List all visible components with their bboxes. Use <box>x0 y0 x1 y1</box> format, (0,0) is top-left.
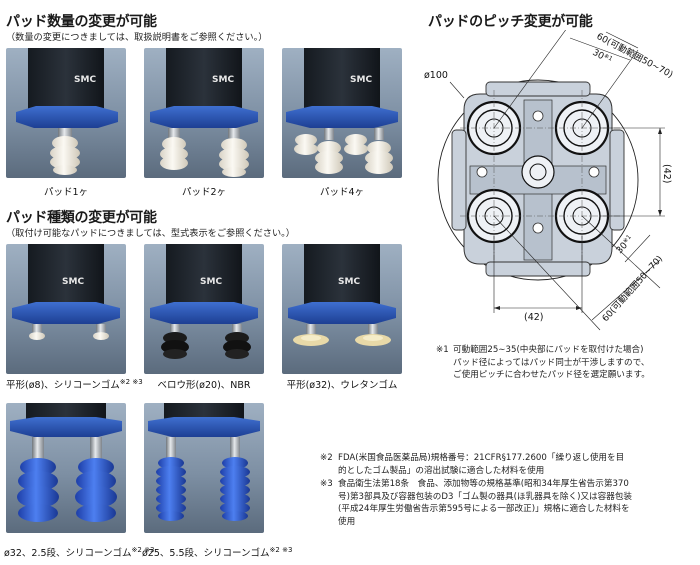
dim-dia: ø100 <box>424 70 448 81</box>
smc-logo: SMC <box>62 277 84 287</box>
caption-pad-1: パッド1ヶ <box>43 187 89 198</box>
caption-pad-2: パッド2ヶ <box>181 187 227 198</box>
smc-logo: SMC <box>350 75 372 85</box>
smc-logo: SMC <box>200 277 222 287</box>
footnote-2: ※2 FDA(米国食品医薬品局)規格番号：21CFR§177.2600「繰り返し… <box>320 453 625 476</box>
photo-flat-8-silicone: SMC <box>6 244 126 374</box>
photo-pad-4: SMC <box>282 48 402 178</box>
photo-pad-1: SMC <box>6 48 126 178</box>
photo-pad-2: SMC <box>144 48 264 178</box>
smc-logo: SMC <box>212 75 234 85</box>
footnote-3: ※3 食品衛生法第18条 食品、添加物等の規格基準(昭和34年厚生省告示第370… <box>320 479 633 527</box>
dim-42-right: (42) <box>661 164 672 184</box>
pitch-title: パッドのピッチ変更が可能 <box>428 14 593 30</box>
caption-flat-8-silicone: 平形(ø8)、シリコーンゴム※2 ※3 <box>6 377 143 391</box>
caption-pad-4: パッド4ヶ <box>319 187 365 198</box>
dim-30-top: 30※1 <box>591 47 614 66</box>
caption-flat-32-urethane: 平形(ø32)、ウレタンゴム <box>286 380 398 391</box>
photo-25-5-5-silicone <box>144 403 264 533</box>
dim-30-bottom: 30※1 <box>614 233 636 256</box>
dim-range-bottom: 60(可動範囲50∼70) <box>599 253 665 324</box>
pitch-diagram: ø100 60(可動範囲50∼70) 30※1 (42) 30※1 60(可動範… <box>424 30 675 331</box>
photo-32-2-5-silicone <box>6 403 126 533</box>
smc-logo: SMC <box>74 75 96 85</box>
caption-32-2-5-silicone: ø32、2.5段、シリコーンゴム※2 ※3 <box>4 545 155 559</box>
pad-type-note: （取付け可能なパッドにつきましては、型式表示をご参照ください。） <box>6 228 295 239</box>
photo-bellows-20-nbr: SMC <box>144 244 264 374</box>
smc-logo: SMC <box>338 277 360 287</box>
pad-count-note: （数量の変更につきましては、取扱説明書をご参照ください。） <box>6 32 268 43</box>
caption-bellows-20-nbr: ベロウ形(ø20)、NBR <box>157 380 251 391</box>
pad-count-title: パッド数量の変更が可能 <box>6 14 157 30</box>
caption-25-5-5-silicone: ø25、5.5段、シリコーンゴム※2 ※3 <box>142 545 293 559</box>
footnote-1: ※1 可動範囲25∼35(中央部にパッドを取付けた場合) パッド径によってはパッ… <box>436 345 650 381</box>
photo-flat-32-urethane: SMC <box>282 244 402 374</box>
pad-type-title: パッド種類の変更が可能 <box>6 210 157 226</box>
dim-42-bottom: (42) <box>524 312 544 323</box>
